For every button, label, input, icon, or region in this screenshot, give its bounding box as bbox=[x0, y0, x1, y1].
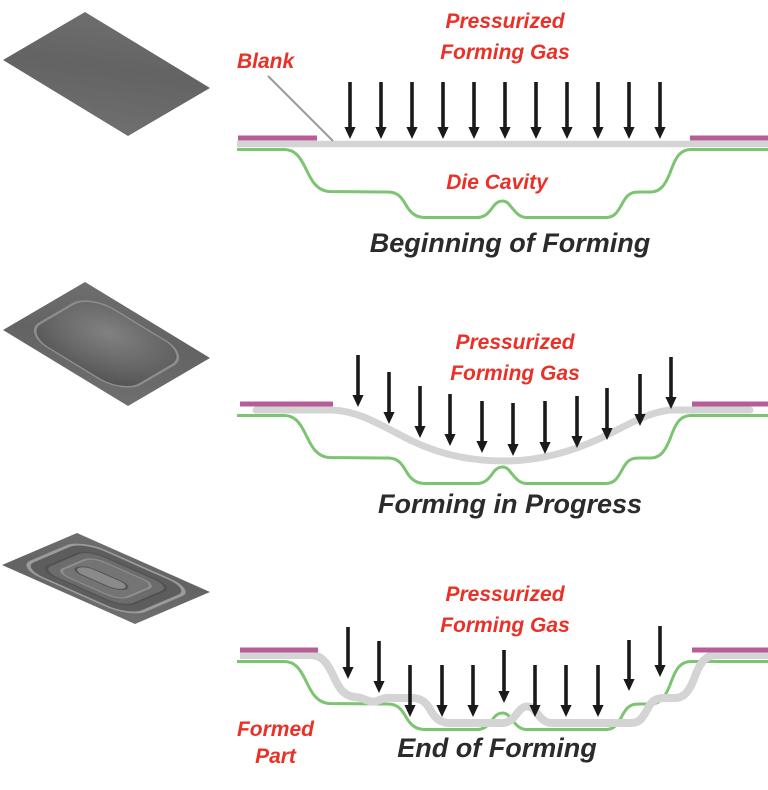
blank-callout: Blank bbox=[237, 50, 295, 73]
gas-label-line2: Forming Gas bbox=[450, 362, 580, 385]
gas-pressure-arrow-head bbox=[507, 444, 519, 456]
gas-pressure-arrow-head bbox=[539, 442, 551, 454]
gas-pressure-arrow-head bbox=[654, 665, 666, 677]
gas-pressure-arrow-head bbox=[467, 705, 479, 717]
gas-pressure-arrow-head bbox=[499, 127, 511, 139]
gas-label-line2: Forming Gas bbox=[440, 614, 570, 637]
gas-pressure-arrow-head bbox=[634, 414, 646, 426]
gas-label-line1: Pressurized bbox=[445, 583, 565, 606]
thumbnail-partially-formed-sheet bbox=[3, 282, 210, 406]
gas-pressure-arrow-head bbox=[561, 127, 573, 139]
gas-pressure-arrow-head bbox=[571, 436, 583, 448]
gas-pressure-arrow-head bbox=[601, 428, 613, 440]
panel-end-section bbox=[237, 647, 768, 731]
gas-pressure-arrow-head bbox=[654, 127, 666, 139]
gas-pressure-arrow-head bbox=[560, 705, 572, 717]
thumbnail-fully-formed-part bbox=[2, 533, 210, 624]
panel-beginning-section bbox=[237, 75, 768, 219]
gas-pressure-arrow-head bbox=[529, 705, 541, 717]
gas-pressure-arrow-head bbox=[623, 127, 635, 139]
die-cavity-outline bbox=[237, 148, 768, 219]
gas-pressure-arrow-head bbox=[592, 705, 604, 717]
gas-pressure-arrow-head bbox=[373, 681, 385, 693]
formed-part-line1: Formed bbox=[236, 718, 314, 741]
gas-pressure-arrow-head bbox=[623, 679, 635, 691]
title-end-of-forming: End of Forming bbox=[397, 733, 597, 763]
gas-pressure-arrow-head bbox=[352, 395, 364, 407]
formed-part-sheet bbox=[240, 651, 768, 727]
thumbnail-flat-blank-sheet bbox=[3, 12, 210, 136]
gas-label-end: Pressurized Forming Gas bbox=[355, 579, 655, 641]
gas-pressure-arrow-head bbox=[444, 434, 456, 446]
gas-pressure-arrow-head bbox=[406, 127, 418, 139]
gas-pressure-arrow-head bbox=[375, 127, 387, 139]
die-cavity-outline bbox=[237, 414, 768, 485]
die-cavity-label: Die Cavity bbox=[446, 171, 548, 194]
title-beginning-of-forming: Beginning of Forming bbox=[369, 228, 651, 258]
gas-label-beginning: Pressurized Forming Gas bbox=[355, 6, 655, 68]
gas-label-line1: Pressurized bbox=[455, 331, 575, 354]
forming-dome-bulge bbox=[33, 300, 180, 388]
gas-label-line2: Forming Gas bbox=[440, 41, 570, 64]
gas-pressure-arrow-head bbox=[468, 127, 480, 139]
gas-pressure-arrow-head bbox=[476, 441, 488, 453]
blank-sheet-sagging bbox=[252, 406, 754, 465]
panel-progress-section bbox=[237, 401, 768, 485]
flat-sheet-face bbox=[3, 12, 210, 136]
blank-leader-line bbox=[267, 75, 334, 142]
gas-pressure-arrow-head bbox=[436, 705, 448, 717]
gas-pressure-arrow-head bbox=[437, 127, 449, 139]
gas-arrows-progress bbox=[352, 355, 677, 456]
gas-label-line1: Pressurized bbox=[445, 10, 565, 33]
gas-pressure-arrow-head bbox=[383, 412, 395, 424]
gas-label-progress: Pressurized Forming Gas bbox=[365, 327, 665, 389]
gas-arrows-end bbox=[342, 626, 666, 717]
formed-part-center-ridge bbox=[74, 566, 129, 591]
gas-pressure-arrow-head bbox=[414, 426, 426, 438]
gas-arrows-beginning bbox=[344, 82, 666, 139]
gas-pressure-arrow-head bbox=[592, 127, 604, 139]
formed-part-line2: Part bbox=[255, 745, 296, 768]
gas-pressure-arrow-head bbox=[665, 397, 677, 409]
gas-pressure-arrow-head bbox=[342, 667, 354, 679]
title-forming-in-progress: Forming in Progress bbox=[377, 489, 643, 519]
gas-pressure-arrow-head bbox=[498, 691, 510, 703]
gas-pressure-arrow-head bbox=[404, 705, 416, 717]
gas-pressure-arrow-head bbox=[344, 127, 356, 139]
formed-part-callout: Formed Part bbox=[228, 716, 323, 770]
gas-pressure-arrow-head bbox=[530, 127, 542, 139]
